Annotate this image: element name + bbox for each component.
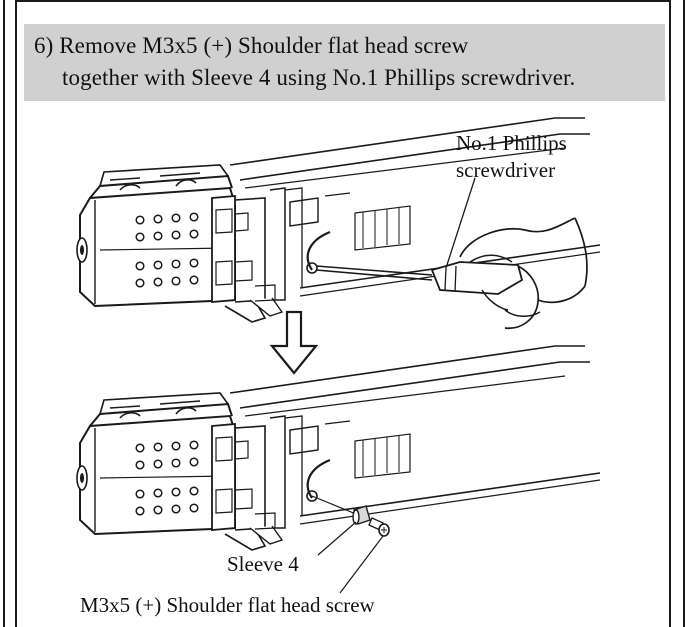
screwdriver-icon (315, 261, 524, 295)
screw-leader-line (339, 535, 384, 594)
sleeve-leader-line (317, 521, 357, 556)
shoulder-screw-part-icon (368, 517, 390, 537)
removal-path-line (311, 495, 357, 515)
outer-border-right (683, 0, 685, 627)
instruction-step-box: 6) Remove M3x5 (+) Shoulder flat head sc… (24, 24, 665, 101)
instruction-step-line-1: 6) Remove M3x5 (+) Shoulder flat head sc… (34, 33, 469, 58)
sleeve-4-part-icon (352, 505, 371, 525)
callout-sleeve-4: Sleeve 4 (227, 552, 299, 576)
screwdriver-leader-line (445, 177, 476, 269)
instruction-panel-frame (15, 0, 671, 627)
callout-screwdriver-line-2: screwdriver (456, 158, 556, 182)
callout-screwdriver-line-1: No.1 Phillips (456, 131, 567, 155)
bottom-mechanism-assembly (75, 344, 602, 552)
outer-border-left (3, 0, 5, 627)
hand-illustration (459, 217, 588, 330)
callout-shoulder-screw: M3x5 (+) Shoulder flat head screw (80, 593, 375, 617)
down-arrow-icon (269, 310, 319, 375)
instruction-step-line-2: together with Sleeve 4 using No.1 Philli… (62, 65, 576, 90)
